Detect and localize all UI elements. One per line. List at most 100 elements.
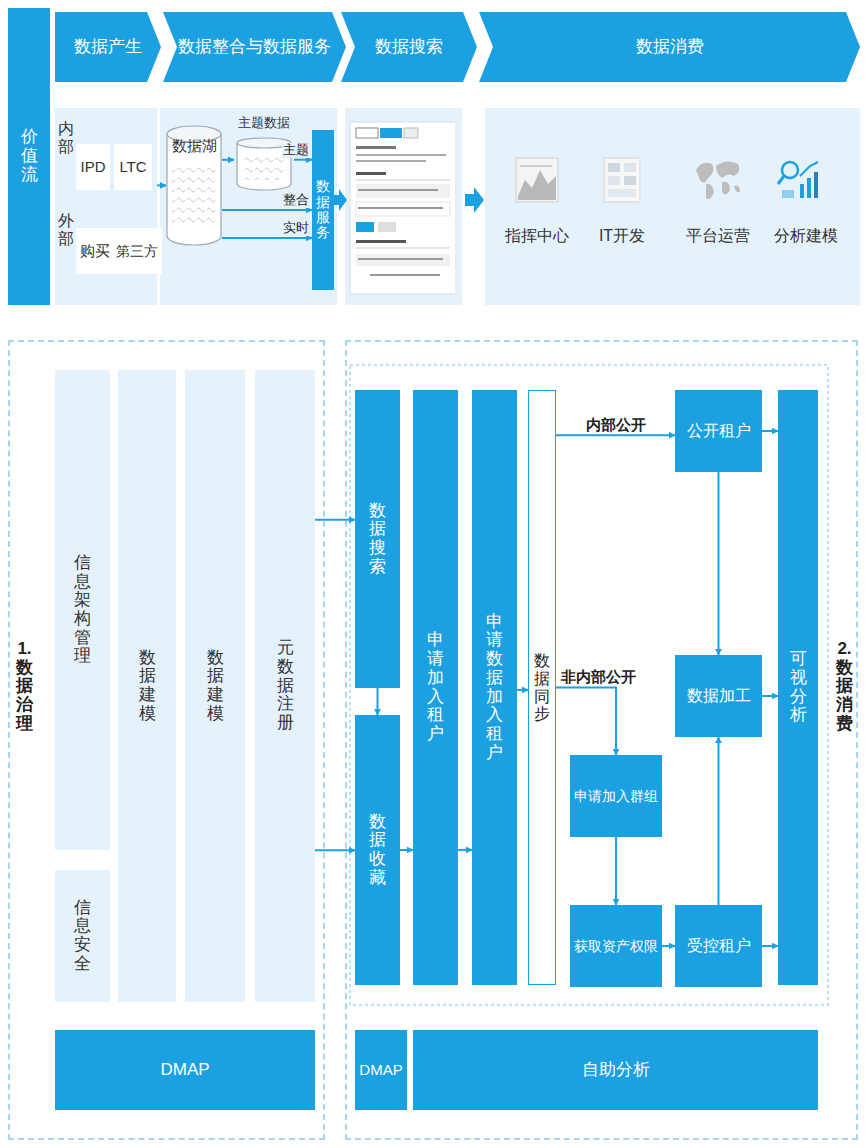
sync-box: 数据同步 [528,390,556,985]
flow-arrow [465,187,484,213]
stage-chevron: 数据搜索 [341,12,477,82]
edge-label: 整合 [282,193,310,208]
flow-connector [400,849,413,851]
node-text: 数据整合与数据服务 [178,37,331,57]
flow-connector [662,945,675,947]
flow-connector [222,209,312,211]
analytics-icon [778,162,818,198]
stage-chevron: 数据整合与数据服务 [163,12,346,82]
node-text: 可视分析 [790,650,807,725]
consumer-label: IT开发 [599,226,645,247]
node-text: DMAP [160,1060,209,1080]
column-box: 信息架构管理 [55,370,110,850]
flow-connector [377,688,379,715]
flow-connector [762,695,778,697]
edge-label: 内部公开 [585,416,647,433]
flow-connector [222,237,312,239]
flow-connector [615,837,617,905]
node-text: 自助分析 [582,1060,650,1080]
inner-frame [350,365,828,1005]
process-box: 受控租户 [675,905,762,987]
column-box: 数据建模 [185,370,245,1002]
node-text: 1. 数据治理 [16,640,33,733]
node-text: 申请加入租户 [427,631,444,743]
source-box: 第三方 [112,228,162,274]
process-box: DMAP [355,1030,407,1110]
node-text: 数据同步 [534,652,550,722]
node-text: 申请加入群组 [574,788,658,805]
it-dev-icon [604,158,640,202]
panel [345,108,462,305]
node-text: 外部 [58,212,74,247]
process-box: 自助分析 [413,1030,818,1110]
flow-connector [315,849,355,851]
node-text: 数据服务 [316,179,330,241]
node-text: 公开租户 [687,421,751,440]
stage-chevron: 数据消费 [479,12,860,82]
panel [160,108,337,305]
flow-connector [294,159,312,161]
column-box: 数据建模 [118,370,176,1002]
dashboard-icon [516,158,558,202]
source-box: IPD [76,144,110,190]
column-box: 内部外部IPD LTC 购买第三方 [55,108,157,305]
process-box: 申请数据加入租户 [472,390,517,985]
edge-label: 主题 [282,143,310,158]
flow-arrow [334,189,347,211]
node-text: 信息安全 [74,899,91,974]
process-box: 公开租户 [675,390,762,472]
flow-connector [556,688,616,756]
process-box: 数据收藏 [355,715,400,985]
node-text: 数据加工 [687,686,751,705]
edge-label: 非内部公开 [560,668,637,685]
node-text: 数据产生 [74,37,142,57]
edge-label: 实时 [282,221,310,236]
process-box: 获取资产权限 [570,905,662,987]
flow-connector [556,434,675,436]
node-text: 信息架构管理 [74,554,91,666]
column-box: 元数据注册 [255,370,315,1002]
consumer-label: 指挥中心 [505,226,569,247]
region-frame: 2. 数据消费数据搜索数据收藏申请加入租户申请数据加入租户数据同步公开租户数据加… [345,340,858,1140]
search-screenshot [350,122,456,294]
node-text: 受控租户 [687,936,751,955]
process-box: DMAP [55,1030,315,1110]
process-box: 可视分析 [778,390,818,985]
node-text: 主题数据 [238,115,290,131]
node-text: 价值流 [21,128,38,184]
consumer-label: 分析建模 [774,226,838,247]
node-text: 数据消费 [636,37,704,57]
flow-connector [718,472,720,655]
flow-connector [222,159,234,161]
flow-connector [762,945,778,947]
process-box: 申请加入群组 [570,755,662,837]
node-text: 数据搜索 [375,37,443,57]
node-text: 元数据注册 [277,639,294,732]
stage-chevron: 数据产生 [55,12,161,82]
node-text: 获取资产权限 [574,938,658,955]
node-text: 数据建模 [207,649,224,724]
process-box: 数据服务 [312,130,334,290]
region-frame: 1. 数据治理 信息架构管理信息安全 数据建模 数据建模 元数据注册 DMAP [8,340,325,1140]
node-text: 数据湖 [172,137,217,155]
process-box: 申请加入租户 [413,390,458,985]
flow-connector [458,849,472,851]
flow-connector [718,737,720,905]
node-text: LTC [119,158,146,176]
flow-connector [762,430,778,432]
node-text: 数据搜索 [369,502,386,577]
data-lake-cylinder: 数据湖 [166,125,222,245]
node-text: 数据收藏 [369,813,386,888]
node-text: DMAP [359,1061,402,1079]
node-text: 申请数据加入租户 [486,613,503,763]
process-box: 价值流 [8,8,50,305]
node-text: 内部 [58,120,74,155]
column-box: 信息安全 [55,870,110,1002]
world-map-icon [696,161,740,199]
node-text: 购买 [80,242,110,260]
node-text: 第三方 [116,243,158,260]
panel [485,108,860,305]
process-box: 数据加工 [675,655,762,737]
source-box: 购买 [76,228,114,274]
